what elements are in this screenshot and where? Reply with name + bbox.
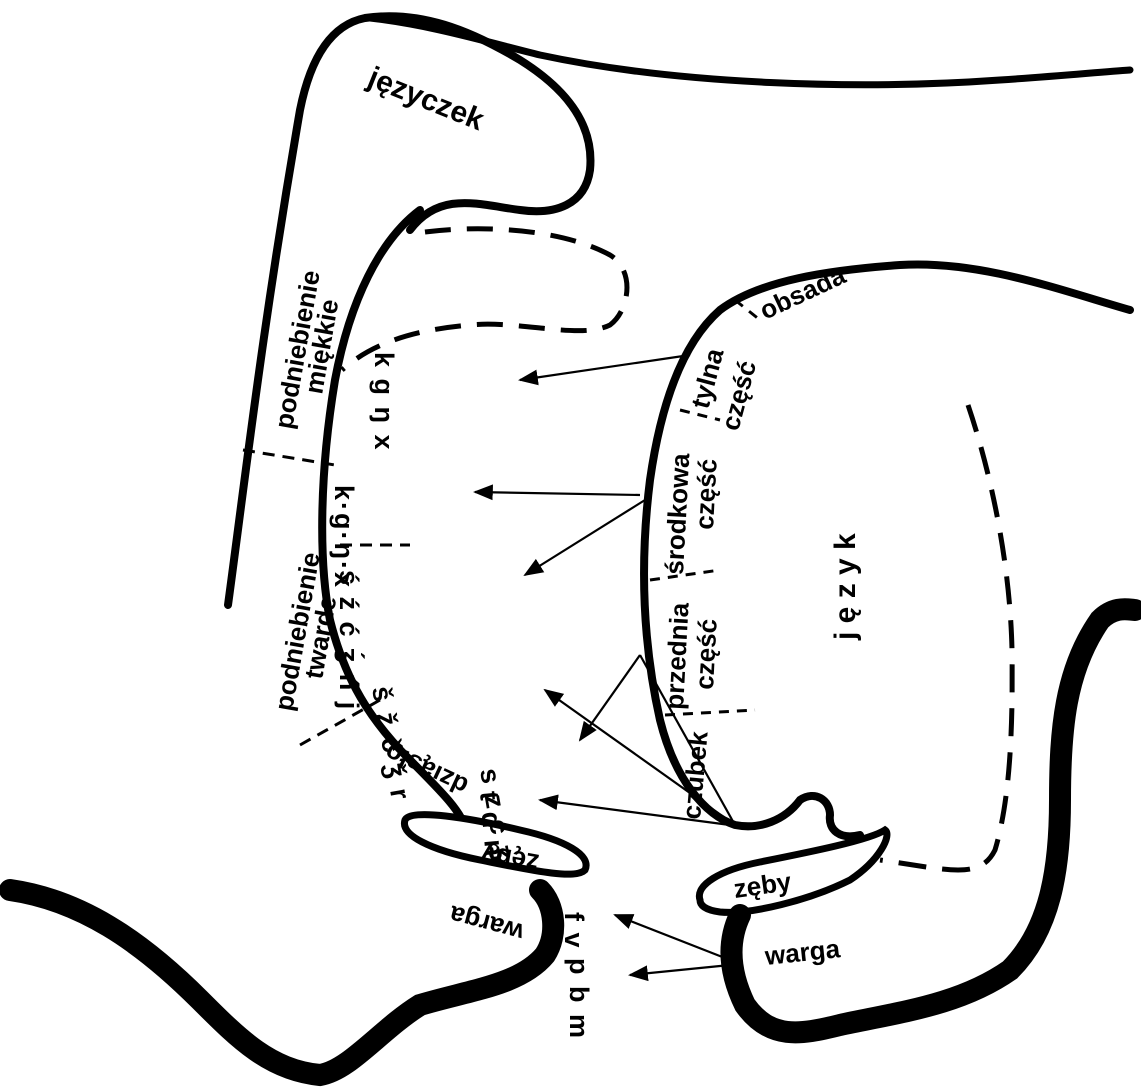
- arrow-palatal: [525, 500, 645, 575]
- label-tongue: j ę z y k: [829, 533, 862, 641]
- arrow-labiodental: [615, 915, 730, 960]
- arrow-alveolar: [580, 655, 640, 740]
- upper-head-line: [370, 18, 1130, 85]
- sounds-postalveolar: š ž č ǯ r: [366, 684, 416, 804]
- sounds-velar-soft: k g ŋ x: [369, 352, 399, 452]
- arrow-velar-soft: [520, 355, 690, 380]
- divider-back-mid: [680, 410, 720, 420]
- tongue-back-dashed: [880, 405, 1012, 870]
- sounds-bilabial: p b m: [564, 958, 594, 1040]
- sounds-labiodental: f v: [559, 912, 589, 950]
- sounds-palatal: ś ź ć ʒ́ ń j: [334, 570, 365, 711]
- sounds-dental: t d n: [474, 790, 510, 859]
- arrow-velar-hard: [475, 492, 640, 495]
- divider-front-tip: [665, 710, 755, 715]
- arrow-bilabial: [630, 965, 730, 975]
- label-tongue-mid-2: część: [689, 458, 723, 530]
- label-tongue-front-1: przednia: [659, 601, 695, 710]
- label-tongue-root: obsada: [755, 260, 851, 326]
- label-uvula: języczek: [362, 61, 488, 138]
- label-tongue-front-2: część: [689, 618, 723, 690]
- lower-teeth: [699, 830, 887, 912]
- lower-lip: [732, 609, 1135, 1032]
- label-lower-lip: warga: [762, 933, 841, 971]
- label-upper-lip: warga: [446, 900, 528, 949]
